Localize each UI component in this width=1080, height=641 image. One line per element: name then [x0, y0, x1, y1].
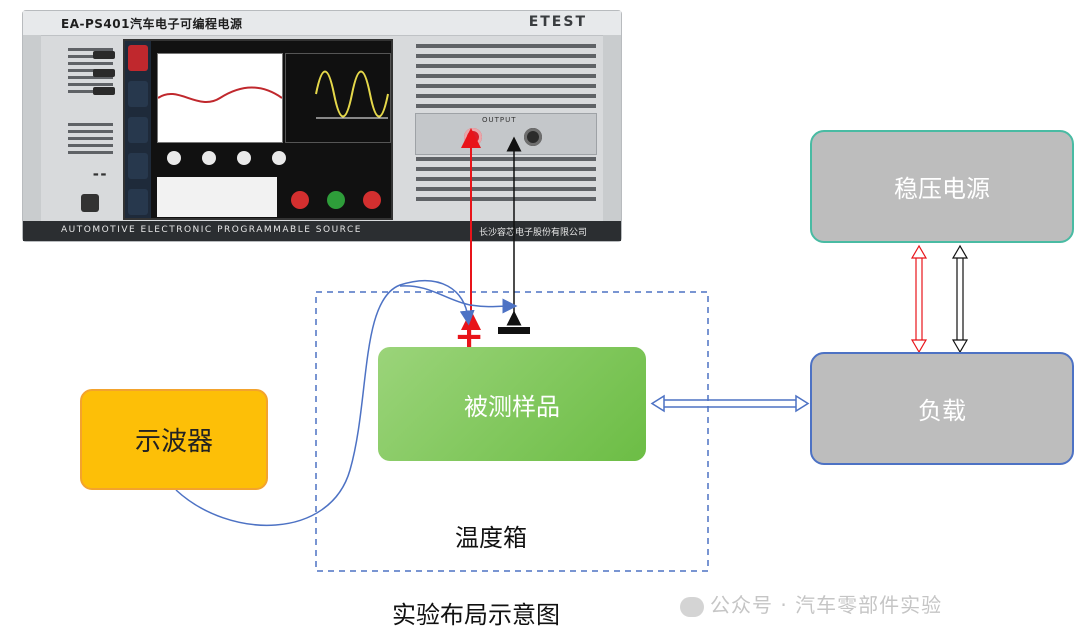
instrument-brand-logo: ETEST [528, 14, 587, 30]
sidebar-settings-icon [128, 81, 148, 107]
output-label: OUTPUT [482, 116, 517, 124]
save-icon [167, 151, 181, 165]
sidebar-report-icon [128, 153, 148, 179]
parameter-table [157, 177, 277, 217]
sidebar-test-icon [128, 45, 148, 71]
screen-controls [157, 145, 389, 173]
probe-wire-positive [175, 280, 475, 526]
usb-ports [93, 51, 123, 111]
dut-load-connection [660, 399, 800, 408]
dut-power-icon [291, 191, 309, 209]
run-icon [327, 191, 345, 209]
psu-load-red-link [915, 254, 923, 344]
arrow-right-head [795, 394, 810, 413]
vent-grille [68, 123, 113, 154]
oscilloscope-label: 示波器 [134, 427, 213, 457]
device-under-test-box: 被测样品 [378, 347, 646, 461]
vent-grille [416, 44, 596, 108]
sine-curve [157, 86, 283, 104]
vent-grille [416, 157, 596, 201]
watermark-text: 公众号 · 汽车零部件实验 [710, 593, 943, 617]
wechat-icon [680, 596, 704, 617]
regulated-power-supply-box: 稳压电源 [810, 130, 1074, 243]
run-controls [285, 171, 389, 217]
probe-wire-negative [399, 285, 518, 314]
negative-terminal [524, 128, 542, 146]
clear-icon [202, 151, 216, 165]
right-rack-rail [603, 35, 621, 223]
touch-screen [123, 39, 393, 220]
watermark: 公众号 · 汽车零部件实验 [680, 589, 942, 618]
waveform-plot [157, 53, 283, 143]
status-leds: ▬ ▬ [93, 171, 107, 178]
instrument-tagline: AUTOMOTIVE ELECTRONIC PROGRAMMABLE SOURC… [61, 225, 362, 235]
temperature-chamber-label: 温度箱 [455, 524, 527, 552]
usb-port [93, 69, 115, 77]
load-box: 负载 [810, 352, 1074, 465]
sidebar-standards-icon [128, 117, 148, 143]
waveform-preview [285, 53, 391, 143]
arrow-left-head [650, 394, 665, 413]
hdmi-port [93, 87, 115, 95]
diagram-caption: 实验布局示意图 [392, 601, 560, 629]
add-icon [272, 151, 286, 165]
usb-port [93, 51, 115, 59]
sidebar-about-icon [128, 189, 148, 215]
negative-marker [498, 327, 530, 334]
vent-grille [68, 48, 113, 93]
instrument-model-title: EA-PS401汽车电子可编程电源 [61, 17, 243, 31]
load-label: 负载 [918, 397, 966, 425]
regulated-power-supply-label: 稳压电源 [894, 175, 990, 203]
temperature-chamber-outline [315, 291, 709, 572]
left-rack-rail [23, 35, 41, 223]
psu-load-black-link [956, 254, 964, 344]
delete-icon [237, 151, 251, 165]
output-panel: OUTPUT [415, 113, 597, 155]
programmable-power-source: EA-PS401汽车电子可编程电源 ETEST ▬ ▬ [22, 10, 622, 242]
power-button-icon [81, 194, 99, 212]
preview-sine [315, 70, 389, 119]
instrument-top-bar: EA-PS401汽车电子可编程电源 ETEST [23, 11, 621, 36]
device-under-test-label: 被测样品 [464, 392, 560, 421]
screen-sidebar [125, 41, 151, 218]
stop-icon [363, 191, 381, 209]
oscilloscope-box: 示波器 [80, 389, 268, 490]
instrument-manufacturer: 长沙容芯电子股份有限公司 [478, 228, 587, 238]
